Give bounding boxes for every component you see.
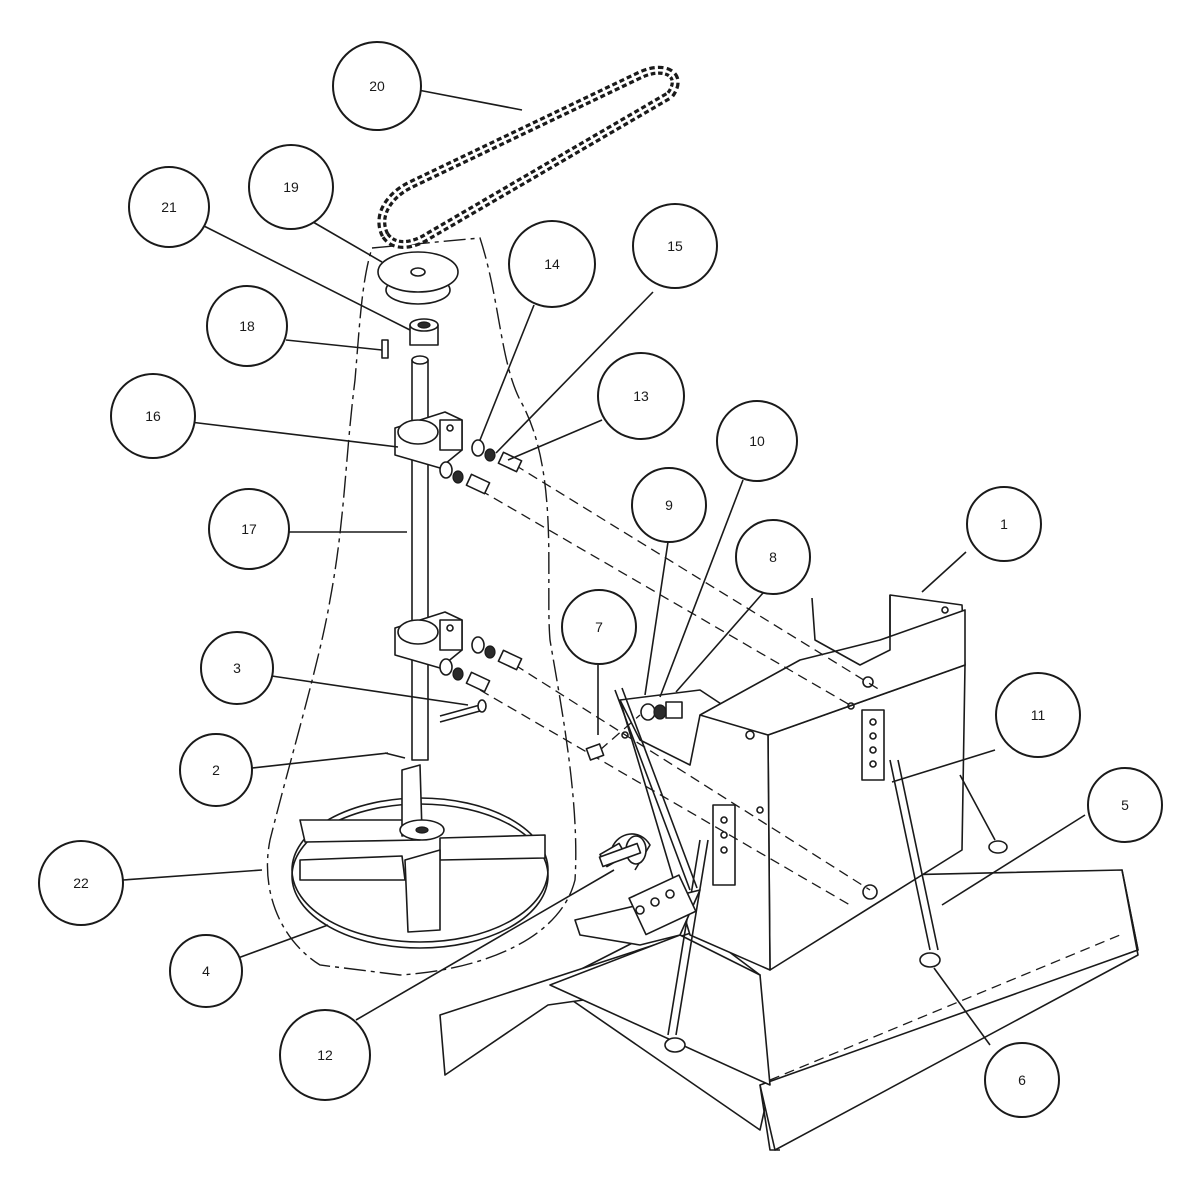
callout-17-label: 17 <box>241 521 257 537</box>
callout-3-circle <box>200 631 274 705</box>
callout-6-circle <box>984 1042 1060 1118</box>
callout-22-circle <box>38 840 124 926</box>
callout-10-label: 10 <box>749 433 765 449</box>
callout-13-circle <box>597 352 685 440</box>
sprocket <box>377 251 459 305</box>
callout-9: 9 <box>631 467 707 543</box>
callout-19: 19 <box>248 144 334 230</box>
callout-6: 6 <box>984 1042 1060 1118</box>
callout-20-label: 20 <box>369 78 385 94</box>
callout-14: 14 <box>508 220 596 308</box>
callout-20-circle <box>332 41 422 131</box>
callout-18-circle <box>206 285 288 367</box>
callout-9-circle <box>631 467 707 543</box>
callout-2: 2 <box>179 733 253 807</box>
hitch-pin <box>598 835 647 868</box>
callout-8: 8 <box>735 519 811 595</box>
bushing <box>409 318 439 346</box>
callout-7-label: 7 <box>595 619 603 635</box>
callout-15-label: 15 <box>667 238 683 254</box>
shaft-assembly <box>394 355 463 761</box>
callout-4: 4 <box>169 934 243 1008</box>
callout-17: 17 <box>208 488 290 570</box>
callout-15: 15 <box>632 203 718 289</box>
callout-9-label: 9 <box>665 497 673 513</box>
callout-19-circle <box>248 144 334 230</box>
leader-lines <box>122 89 1086 1046</box>
callout-7-circle <box>561 589 637 665</box>
callout-17-circle <box>208 488 290 570</box>
callout-5-label: 5 <box>1121 797 1129 813</box>
callout-11: 11 <box>995 672 1081 758</box>
callout-21-label: 21 <box>161 199 177 215</box>
spinner-disc <box>291 764 549 949</box>
callout-10-circle <box>716 400 798 482</box>
callout-1: 1 <box>966 486 1042 562</box>
callout-2-circle <box>179 733 253 807</box>
callout-14-label: 14 <box>544 256 560 272</box>
callout-12-label: 12 <box>317 1047 333 1063</box>
callout-8-circle <box>735 519 811 595</box>
callout-11-circle <box>995 672 1081 758</box>
alignment-lines <box>479 464 881 906</box>
callout-14-circle <box>508 220 596 308</box>
callout-19-label: 19 <box>283 179 299 195</box>
callout-16-label: 16 <box>145 408 161 424</box>
roller-chain <box>377 65 680 249</box>
callout-18: 18 <box>206 285 288 367</box>
callout-20: 20 <box>332 41 422 131</box>
callout-13-label: 13 <box>633 388 649 404</box>
callout-10: 10 <box>716 400 798 482</box>
callout-7: 7 <box>561 589 637 665</box>
callout-15-circle <box>632 203 718 289</box>
callout-13: 13 <box>597 352 685 440</box>
callout-16: 16 <box>110 373 196 459</box>
callout-3: 3 <box>200 631 274 705</box>
callout-5-circle <box>1087 767 1163 843</box>
link-struts <box>664 709 1008 1053</box>
callout-1-label: 1 <box>1000 516 1008 532</box>
callout-12-circle <box>279 1009 371 1101</box>
callout-21: 21 <box>128 166 210 248</box>
callout-3-label: 3 <box>233 660 241 676</box>
parts-drawing <box>266 65 1139 1151</box>
callout-18-label: 18 <box>239 318 255 334</box>
callout-22: 22 <box>38 840 124 926</box>
callout-12: 12 <box>279 1009 371 1101</box>
callout-11-label: 11 <box>1031 707 1046 723</box>
callout-1-circle <box>966 486 1042 562</box>
callout-4-label: 4 <box>202 963 210 979</box>
callout-4-circle <box>169 934 243 1008</box>
phantom-hopper-outline <box>266 237 577 976</box>
callout-5: 5 <box>1087 767 1163 843</box>
bearing-hardware <box>381 339 683 761</box>
callout-16-circle <box>110 373 196 459</box>
callout-8-label: 8 <box>769 549 777 565</box>
main-housing <box>619 594 966 971</box>
callout-22-label: 22 <box>73 875 89 891</box>
callout-6-label: 6 <box>1018 1072 1026 1088</box>
callouts: 1 2 3 4 5 6 7 8 <box>38 41 1163 1118</box>
callout-21-circle <box>128 166 210 248</box>
callout-2-label: 2 <box>212 762 220 778</box>
